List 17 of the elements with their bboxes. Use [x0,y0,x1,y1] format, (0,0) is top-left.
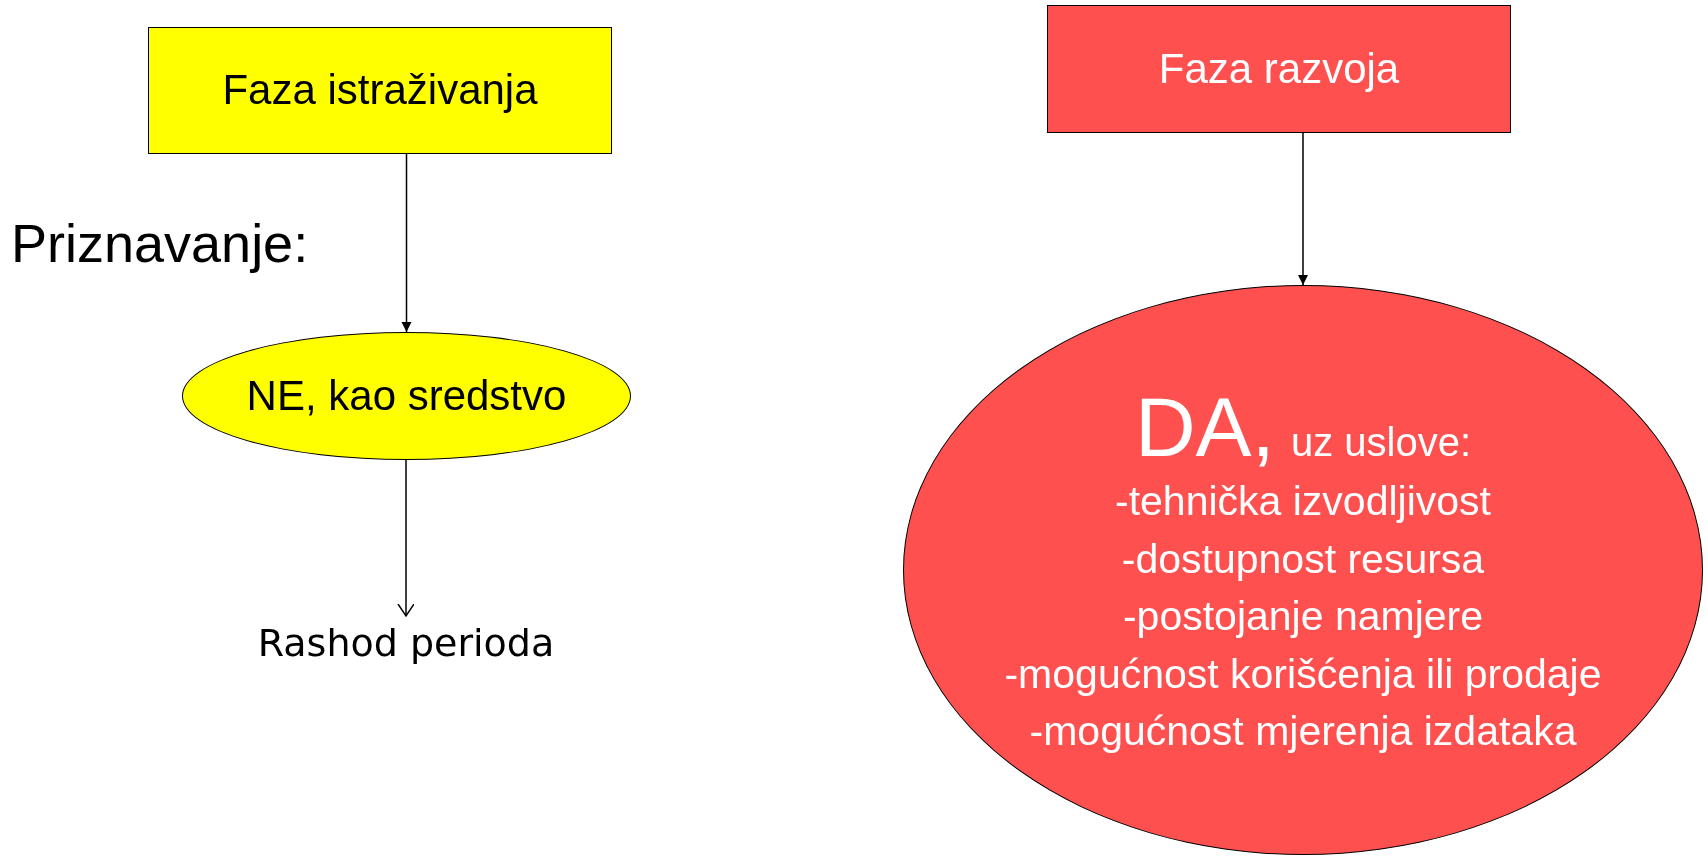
node-text: NE, kao sredstvo [246,370,567,421]
node-text: -tehnička izvodljivost [1115,477,1491,527]
node-text: Faza istraživanja [222,65,538,116]
label-text: Priznavanje: [11,212,309,274]
node-text: -dostupnost resursa [1121,534,1485,584]
node-text: -mogućnost korišćenja ili prodaje [1004,649,1602,699]
node-text: -postojanje namjere [1122,592,1484,642]
arrow [1298,132,1308,286]
process-box [1047,5,1511,133]
node-text: -mogućnost mjerenja izdataka [1029,706,1577,756]
node-text: DA, [1134,381,1275,474]
arrow [401,153,412,333]
process-box [148,27,612,154]
node-text: uz uslove: [1290,420,1472,465]
node-text: Faza razvoja [1158,43,1400,94]
node-text: Rashod perioda [257,620,555,668]
arrow [397,459,415,617]
